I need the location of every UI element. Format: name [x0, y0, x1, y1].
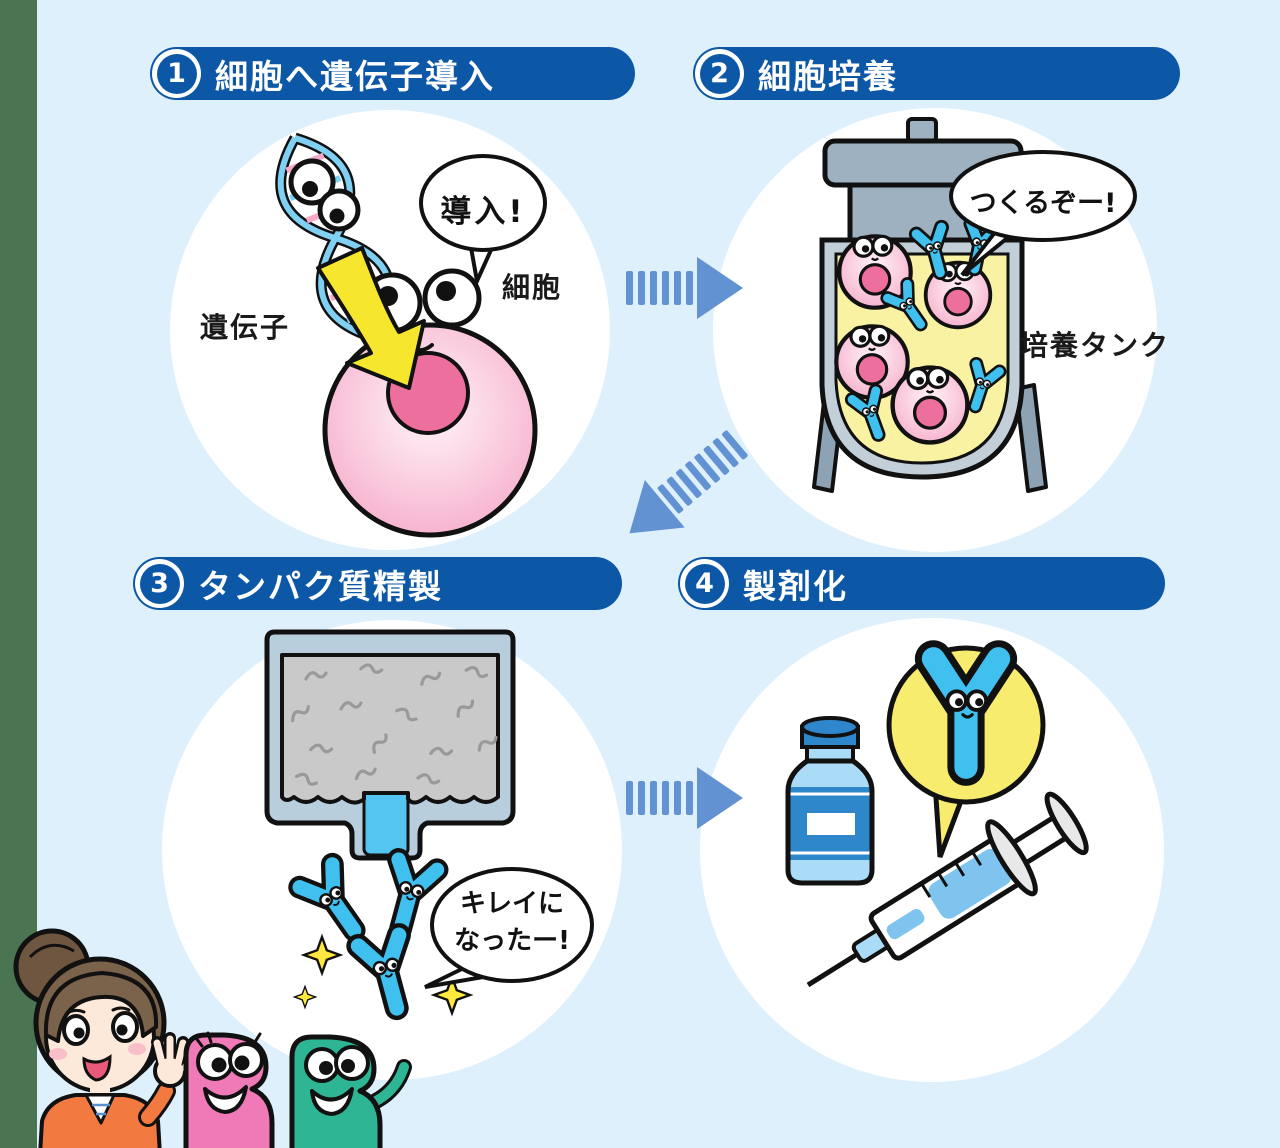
- bubble-text-tsukuruzo: つくるぞー!: [969, 188, 1117, 219]
- step2-header: 2 細胞培養: [693, 47, 1180, 100]
- step1-number-badge: 1: [152, 49, 201, 98]
- step2-number: 2: [699, 53, 740, 94]
- panel1-illustration: [275, 132, 547, 538]
- speech-bubble-kirei: [424, 867, 594, 989]
- step3-number: 3: [139, 563, 180, 604]
- bubble-text-kirei: キレイに なったー!: [437, 886, 587, 960]
- speech-bubble-tsukuruzo: [949, 150, 1137, 277]
- step1-title: 細胞へ遺伝子導入: [215, 56, 495, 96]
- step2-number-badge: 2: [695, 49, 744, 98]
- cell-label: 細胞: [502, 271, 563, 304]
- panel4-illustration: [785, 615, 1089, 988]
- arrow-step1-to-step2-icon: [626, 257, 743, 319]
- bubble-text-kirei-line1: キレイに: [459, 889, 564, 919]
- bubble-text-dounyuu: 導入!: [440, 194, 526, 230]
- panel3-illustration: [264, 629, 594, 1085]
- step4-number-badge: 4: [680, 559, 729, 608]
- step4-number: 4: [684, 563, 725, 604]
- gene-insert-arrow-icon: [316, 246, 426, 390]
- gene-label: 遺伝子: [200, 311, 291, 344]
- speech-bubble-dounyuu: [419, 154, 547, 288]
- cell-character: [322, 268, 538, 538]
- syringe-icon: [806, 791, 1089, 988]
- step1-number: 1: [156, 53, 197, 94]
- tank-label: 培養タンク: [1020, 329, 1171, 362]
- woman-character: [13, 928, 199, 1148]
- step2-title: 細胞培養: [758, 56, 898, 96]
- mascot-pink: [183, 1031, 275, 1148]
- medicine-vial-icon: [785, 716, 875, 886]
- bubble-text-kirei-line2: なったー!: [454, 926, 570, 956]
- step3-header: 3 タンパク質精製: [133, 557, 622, 610]
- culture-tank-icon: [812, 117, 1048, 493]
- purification-column-icon: [264, 629, 516, 861]
- step3-number-badge: 3: [135, 559, 184, 608]
- antibody-badge-bubble: [886, 648, 1046, 858]
- panel2-illustration: [812, 117, 1137, 493]
- dna-eyes: [288, 158, 361, 232]
- step1-header: 1 細胞へ遺伝子導入: [150, 47, 635, 100]
- step4-header: 4 製剤化: [678, 557, 1165, 610]
- mascot-green: [289, 1034, 412, 1148]
- arrow-step3-to-step4-icon: [626, 767, 743, 829]
- narrator-characters: [13, 928, 412, 1148]
- step4-title: 製剤化: [743, 566, 848, 606]
- step3-title: タンパク質精製: [198, 566, 443, 606]
